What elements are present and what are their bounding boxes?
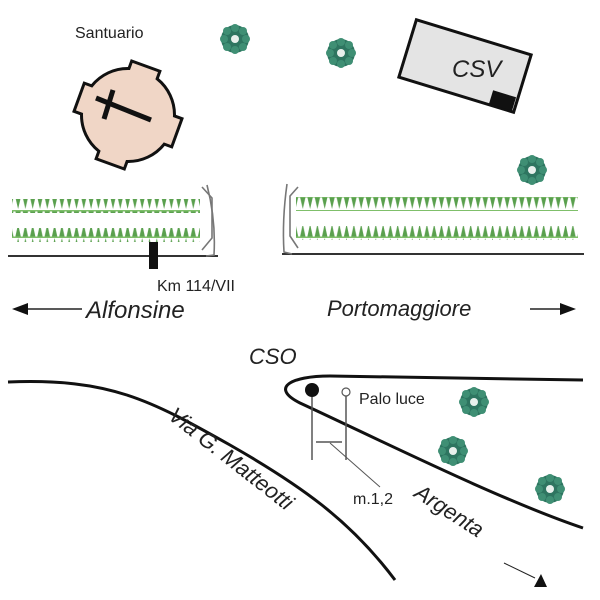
- measurement-label: m.1,2: [353, 491, 393, 508]
- east-direction-label: Portomaggiore: [327, 296, 471, 321]
- street-light-label: Palo luce: [359, 391, 425, 408]
- tree-icon: [326, 38, 356, 68]
- bridge-right: [282, 183, 299, 255]
- dimension-leader: [329, 442, 381, 488]
- arrow-south-icon: [503, 562, 547, 587]
- csv-entrance: [489, 90, 517, 111]
- cso-pole: [305, 383, 319, 460]
- cross-icon: [95, 89, 152, 123]
- csv-label: CSV: [452, 56, 503, 83]
- sanctuary-building: [72, 59, 184, 171]
- tree-icon: [459, 387, 489, 417]
- cso-label: CSO: [249, 344, 297, 369]
- sanctuary-label: Santuario: [75, 25, 144, 42]
- csv-building: [396, 17, 534, 115]
- km-marker-label: Km 114/VII: [157, 278, 235, 295]
- street-light-pole: [341, 387, 351, 460]
- arrow-west-icon: [12, 303, 82, 315]
- south-direction-label: Argenta: [409, 478, 489, 542]
- hedge-left: [12, 199, 200, 242]
- tree-icon: [535, 474, 565, 504]
- road-argenta: [284, 374, 584, 530]
- bridge-left: [201, 184, 216, 257]
- km-marker: [149, 242, 158, 269]
- tree-icon: [517, 155, 547, 185]
- tree-icon: [220, 24, 250, 54]
- hedge-right: [296, 197, 578, 240]
- tree-icon: [438, 436, 468, 466]
- street-label: Via G. Matteotti: [164, 402, 299, 515]
- west-direction-label: Alfonsine: [84, 297, 185, 324]
- arrow-east-icon: [530, 303, 576, 315]
- road-via-matteotti: [7, 380, 397, 581]
